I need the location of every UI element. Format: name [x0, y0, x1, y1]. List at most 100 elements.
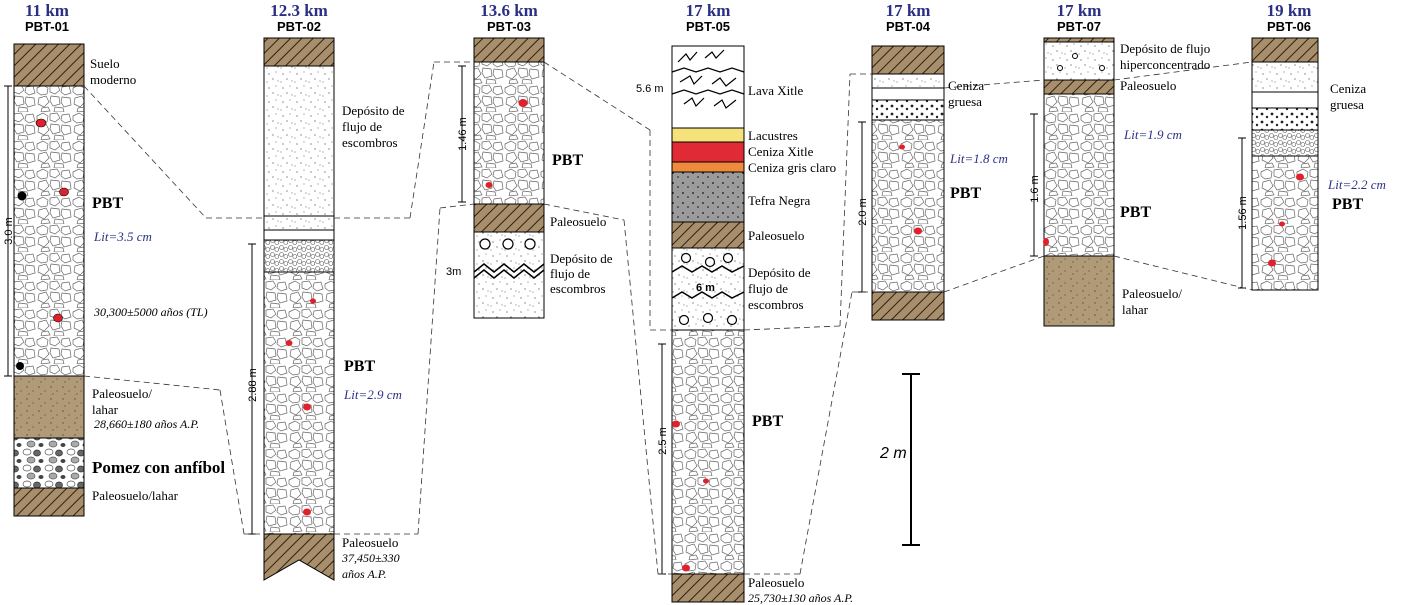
lithic-red: [303, 403, 311, 411]
thickness-label-pbt05-dfe: 6 m: [696, 282, 715, 294]
column-pbt-03: 1.46 m 3m: [446, 37, 545, 319]
lithic-red: [53, 313, 63, 323]
lithic-size-pbt01: Lit=3.5 cm: [93, 229, 152, 244]
lithic-dark: [16, 362, 24, 370]
label-dfe: flujo de: [550, 266, 590, 281]
label-pbt: PBT: [752, 413, 783, 430]
labels: Suelo moderno PBT Lit=3.5 cm 30,300±5000…: [90, 41, 1386, 605]
column-id: PBT-06: [1267, 19, 1311, 34]
layer-xitle-ash: [671, 141, 745, 163]
label-tefra: Tefra Negra: [748, 193, 810, 208]
column-id: PBT-04: [886, 19, 931, 34]
label-lava: Lava Xitle: [748, 83, 803, 98]
layer-paleosol-lahar-lower: [13, 487, 85, 517]
layer-soil-top: [1251, 37, 1319, 63]
column-id: PBT-02: [277, 19, 321, 34]
label-dfe: escombros: [550, 281, 606, 296]
label-dfe: flujo de: [748, 281, 788, 296]
lithic-red: [1043, 238, 1049, 246]
age-pbt02: 37,450±330: [341, 551, 400, 565]
column-distance: 17 km: [886, 1, 931, 20]
age-pbt01-lahar: 28,660±180 años A.P.: [94, 417, 199, 431]
label-dfe: Depósito de: [550, 251, 613, 266]
scale-bar: 2 m: [879, 373, 920, 546]
label-gruesa: gruesa: [1330, 97, 1364, 112]
layer-lava: [671, 45, 745, 129]
layer-soil-top: [473, 37, 545, 63]
lithic-red: [35, 118, 47, 128]
column-pbt-07: 1.6 m: [1029, 37, 1115, 327]
column-distance: 17 km: [686, 1, 731, 20]
label-lahar: lahar: [1122, 302, 1149, 317]
layer-paleosol-lahar: [1043, 255, 1115, 327]
layer-pbt: [871, 119, 945, 293]
label-lahar: lahar: [92, 402, 119, 417]
column-pbt-01: 3.0 m: [3, 43, 85, 517]
label-paleosuelo-lahar: Paleosuelo/: [92, 386, 152, 401]
layer-black-tephra: [671, 171, 745, 223]
layer-paleosol: [671, 221, 745, 249]
lithic-red: [914, 227, 922, 235]
layer-paleosol-base: [671, 573, 745, 603]
label-hiper: hiperconcentrado: [1120, 57, 1210, 72]
label-paleosuelo: Paleosuelo: [550, 214, 606, 229]
thickness-label-pbt03-dfe: 3m: [446, 266, 461, 278]
layer-ash: [871, 73, 945, 89]
column-id: PBT-01: [25, 19, 69, 34]
thickness-label-pbt07: 1.6 m: [1029, 175, 1041, 203]
layer-soil-top: [871, 45, 945, 75]
layer-ash: [1251, 61, 1319, 93]
lithic-red: [1279, 221, 1285, 227]
label-pbt: PBT: [950, 185, 981, 202]
lithic-dark: [17, 191, 27, 201]
thickness-label-pbt06: 1.56 m: [1237, 196, 1249, 230]
column-distance: 11 km: [25, 1, 69, 20]
lithic-red: [682, 564, 690, 572]
layer-pbt: [1251, 155, 1319, 291]
column-distance: 19 km: [1267, 1, 1312, 20]
age-pbt02: años A.P.: [342, 567, 387, 581]
label-pbt: PBT: [552, 152, 583, 169]
column-distance: 12.3 km: [270, 1, 328, 20]
layer-pbt: [473, 61, 545, 205]
layer-debris-flow: [263, 65, 335, 217]
column-id: PBT-07: [1057, 19, 1101, 34]
column-id: PBT-05: [686, 19, 730, 34]
lithic-size-pbt07: Lit=1.9 cm: [1123, 127, 1182, 142]
label-paleosuelo: Paleosuelo: [748, 228, 804, 243]
column-distance: 13.6 km: [480, 1, 538, 20]
layer-gray-ash: [671, 161, 745, 173]
layer-paleosol: [473, 203, 545, 233]
label-moderno: moderno: [90, 72, 136, 87]
label-gruesa: gruesa: [948, 94, 982, 109]
label-hiper: Depósito de flujo: [1120, 41, 1210, 56]
column-pbt-05: 2.5 m 5.6 m 6 m: [636, 45, 745, 603]
column-id: PBT-03: [487, 19, 531, 34]
lithic-red: [1296, 173, 1304, 181]
label-lacustres: Lacustres: [748, 128, 798, 143]
lithic-size-pbt06: Lit=2.2 cm: [1327, 177, 1386, 192]
thickness-label-pbt04: 2.0 m: [857, 198, 869, 226]
label-paleosuelo: Paleosuelo: [748, 575, 804, 590]
label-paleosuelo: Paleosuelo: [1120, 78, 1176, 93]
lithic-red: [899, 144, 905, 150]
layer-pumice: [13, 437, 85, 489]
layer-pbt: [671, 329, 745, 575]
label-suelo: Suelo: [90, 56, 120, 71]
lithic-red: [518, 99, 528, 107]
label-pbt: PBT: [92, 195, 123, 212]
label-paleosuelo-lahar: Paleosuelo/: [1122, 286, 1182, 301]
layer-hyperconcentrated: [1043, 37, 1115, 81]
label-ceniza-gris: Ceniza gris claro: [748, 160, 836, 175]
label-pbt: PBT: [1332, 196, 1363, 213]
layer-fine-gravel: [263, 239, 335, 273]
layer-paleosol-lahar: [13, 375, 85, 439]
layer-coarse-ash: [871, 99, 945, 121]
layer-thin: [263, 215, 335, 231]
column-pbt-06: 1.56 m: [1237, 37, 1319, 291]
thickness-label-pbt05: 2.5 m: [657, 427, 669, 455]
layer-paleosol: [263, 533, 335, 581]
age-pbt01-tl: 30,300±5000 años (TL): [93, 305, 208, 319]
layer-fine-gravel: [1251, 129, 1319, 157]
